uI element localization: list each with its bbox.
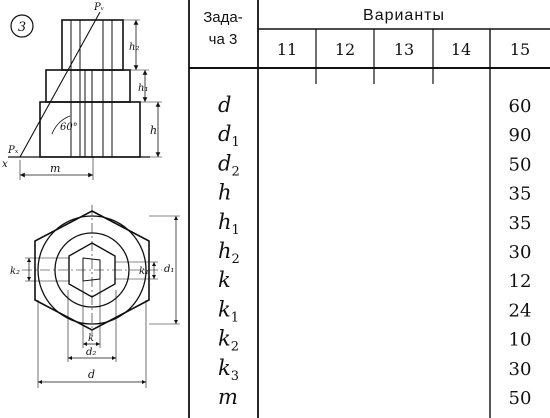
label-x: x (2, 159, 8, 170)
param-value: 90 (509, 125, 532, 146)
table-row: m 50 (218, 385, 531, 409)
variant-column-11: 11 (277, 40, 297, 59)
technical-drawing: 3 (2, 2, 180, 388)
param-value: 30 (509, 242, 532, 263)
label-h: h (150, 124, 157, 137)
table-row: h1 35 (218, 210, 531, 238)
variants-header: Варианты (363, 7, 445, 24)
plan-labels: k₂ k₁ d₁ k d₂ d (10, 264, 174, 381)
label-d: d (88, 368, 95, 381)
param-value: 10 (509, 330, 532, 351)
label-px: Pₓ (7, 145, 19, 156)
variant-column-14: 14 (451, 40, 471, 59)
label-h2: h₂ (129, 42, 139, 53)
param-subscript: 1 (232, 223, 240, 238)
label-pv: Pᵥ (93, 2, 105, 13)
label-k2: k₂ (10, 266, 20, 277)
param-label: d1 (218, 122, 240, 150)
variant-column-13: 13 (394, 40, 414, 59)
param-label: d (218, 93, 231, 117)
label-angle: 60° (60, 122, 78, 133)
param-subscript: 2 (231, 340, 239, 355)
plan-view (22, 205, 180, 388)
label-k: k (88, 333, 94, 344)
table-row: k 12 (218, 268, 531, 292)
table-row: k2 10 (218, 327, 531, 355)
variant-column-15: 15 (510, 40, 530, 59)
param-subscript: 2 (232, 252, 240, 267)
param-subscript: 3 (231, 369, 239, 384)
param-value: 24 (509, 300, 532, 321)
param-value: 50 (509, 388, 532, 409)
param-label: m (218, 385, 238, 409)
variant-columns: 11 12 13 14 15 (277, 40, 530, 59)
param-label: h1 (218, 210, 240, 238)
param-label: k (218, 268, 231, 292)
param-value: 50 (509, 154, 532, 175)
param-value: 60 (509, 96, 532, 117)
param-value: 12 (509, 271, 532, 292)
param-label: d2 (218, 151, 240, 179)
param-label: k2 (218, 327, 239, 355)
label-d2: d₂ (86, 347, 96, 358)
problem-number-badge: 3 (10, 14, 34, 38)
problem-number: 3 (18, 20, 26, 35)
param-value: 30 (509, 359, 532, 380)
table-row: k1 24 (218, 297, 531, 325)
param-subscript: 1 (231, 135, 239, 150)
param-label: k3 (218, 356, 239, 384)
table-row: h2 30 (218, 239, 531, 267)
label-m: m (50, 162, 60, 175)
elevation-labels: h₂ h₁ h 60° m Pₓ Pᵥ x (2, 2, 157, 175)
table-row: d1 90 (218, 122, 531, 150)
table-row: d2 50 (218, 151, 531, 179)
label-h1: h₁ (138, 83, 148, 94)
param-label: h (218, 181, 232, 205)
variant-column-12: 12 (335, 40, 355, 59)
label-k1: k₁ (139, 266, 149, 277)
elevation-view (8, 11, 162, 180)
task-header-line1: Зада- (203, 9, 243, 26)
table-row: k3 30 (218, 356, 531, 384)
label-d1: d₁ (164, 264, 174, 275)
table-row: d 60 (218, 93, 531, 117)
param-label: h2 (218, 239, 240, 267)
task-header-line2: ча 3 (209, 31, 238, 48)
param-value: 35 (509, 184, 532, 205)
param-label: k1 (218, 297, 239, 325)
param-value: 35 (509, 213, 532, 234)
param-subscript: 1 (231, 310, 239, 325)
table-header: Зада- ча 3 Варианты 11 12 13 14 15 (203, 7, 530, 59)
param-subscript: 2 (231, 164, 239, 179)
table-row: h 35 (218, 181, 531, 205)
